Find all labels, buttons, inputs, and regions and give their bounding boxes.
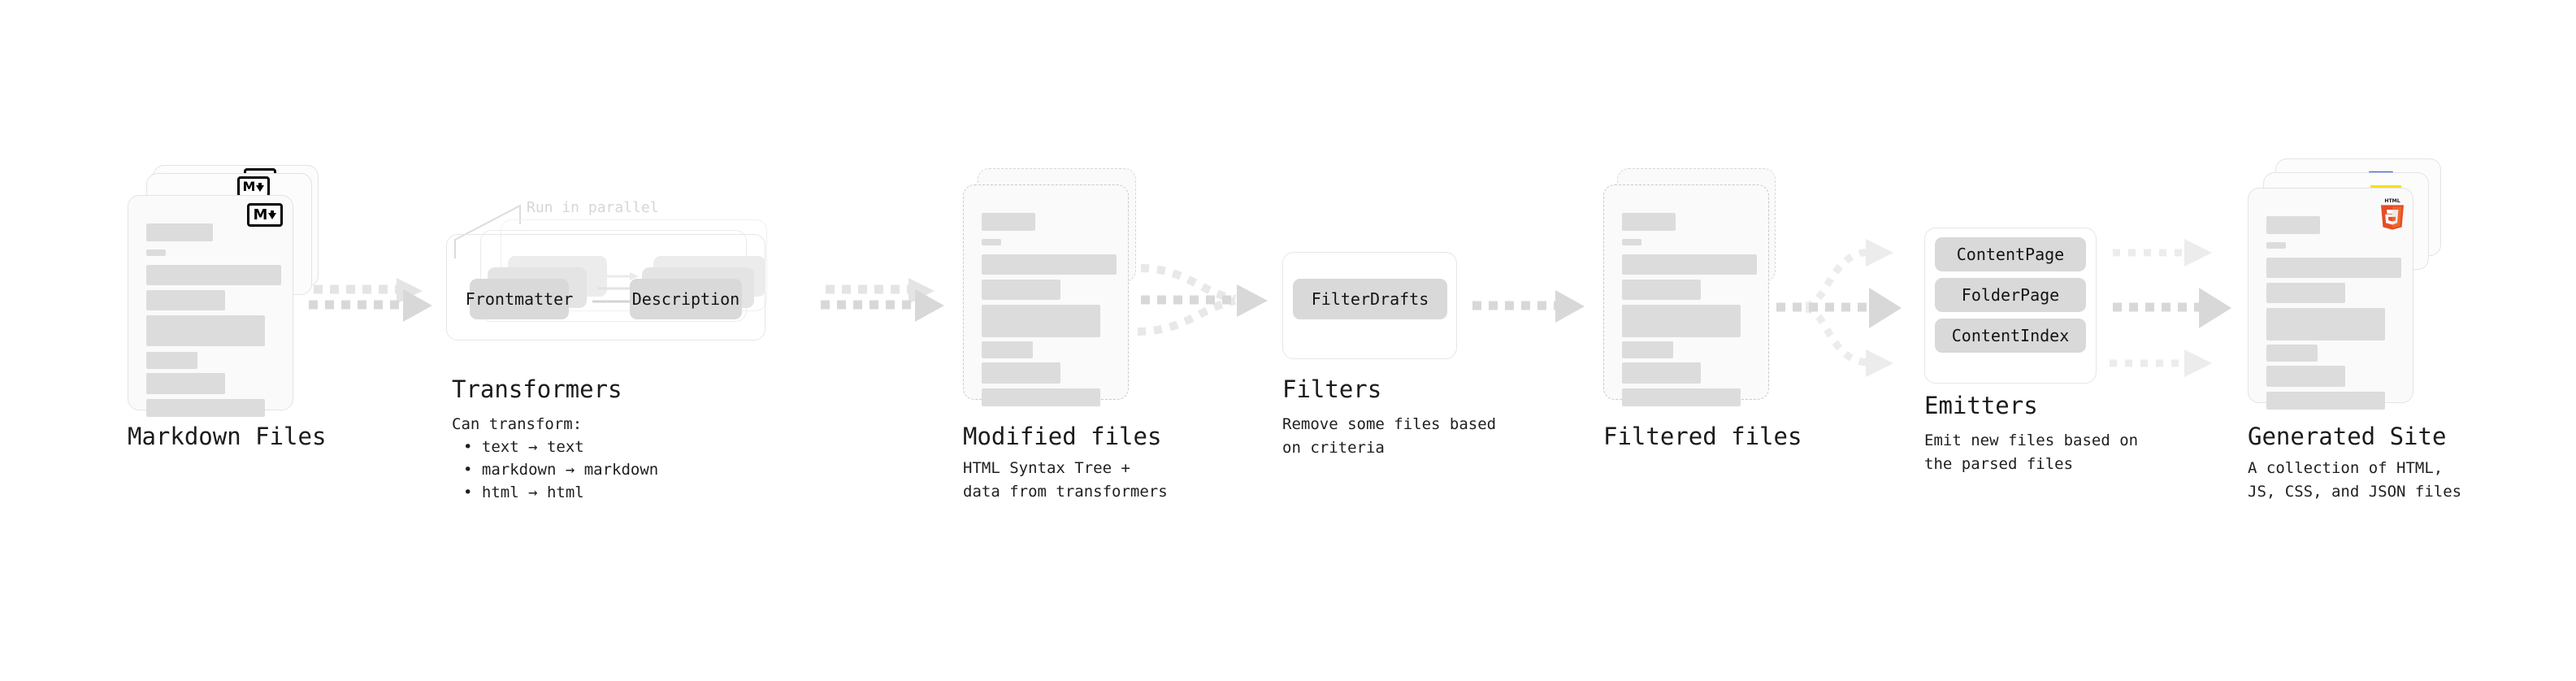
run-in-parallel-label: Run in parallel — [527, 199, 659, 216]
generated-site-desc-1: A collection of HTML, — [2248, 459, 2444, 477]
markdown-card-front — [128, 195, 293, 417]
chip-folderpage[interactable]: FolderPage — [1935, 278, 2086, 312]
markdown-icon-back-1: M — [237, 176, 270, 197]
skeleton-bar — [2266, 216, 2320, 234]
chip-filterdrafts[interactable]: FilterDrafts — [1293, 279, 1447, 319]
chip-frontmatter-label: Frontmatter — [465, 289, 574, 309]
skeleton-bar — [982, 305, 1100, 337]
skeleton-bar — [982, 362, 1060, 384]
chip-folderpage-label: FolderPage — [1961, 285, 2060, 305]
transformers-bullet-2: • markdown → markdown — [463, 461, 659, 479]
filters-group-box — [1282, 252, 1457, 359]
skeleton-bar — [1622, 213, 1676, 231]
arrow-filtered-to-emitters — [1776, 239, 1902, 377]
transformers-bullet-1: • text → text — [463, 438, 584, 456]
skeleton-bar — [2266, 345, 2318, 362]
skeleton-bar — [982, 341, 1033, 358]
stage-transformers: Run in parallel Frontmatter Descrip — [0, 0, 894, 681]
stage-label-markdown-files: Markdown Files — [128, 423, 327, 450]
skeleton-bar — [1622, 280, 1701, 300]
markdown-icon-arrow — [256, 182, 265, 192]
skeleton-bar — [982, 239, 1001, 245]
stage-label-emitters: Emitters — [1924, 392, 2038, 419]
skeleton-bar — [2266, 308, 2385, 340]
markdown-icon: M — [247, 203, 283, 227]
filters-desc-1: Remove some files based — [1282, 415, 1497, 433]
arrow-filters-to-filtered — [1472, 290, 1585, 323]
skeleton-bar — [146, 223, 213, 241]
skeleton-bar — [146, 249, 166, 256]
skeleton-bar — [2266, 392, 2385, 410]
skeleton-bar — [1622, 305, 1741, 337]
stage-label-transformers: Transformers — [452, 375, 622, 403]
stage-generated-site: CSS HTML Generated Site A collection of … — [0, 0, 2461, 681]
emitters-desc-2: the parsed files — [1924, 455, 2074, 473]
stage-label-filters: Filters — [1282, 375, 1382, 403]
stage-label-modified-files: Modified files — [963, 423, 1162, 450]
run-in-parallel-bracket — [454, 204, 521, 258]
markdown-icon-arrow — [268, 210, 277, 219]
markdown-icon-letter: M — [253, 206, 268, 223]
skeleton-bar — [146, 373, 225, 394]
skeleton-bar — [982, 254, 1117, 275]
skeleton-bar — [1622, 254, 1757, 275]
markdown-icon-letter: M — [242, 179, 256, 194]
emitters-group-box — [1924, 228, 2097, 384]
stage-emitters: ContentPage FolderPage ContentIndex Emit… — [0, 0, 2138, 681]
arrow-emitters-to-site — [2110, 239, 2231, 377]
chip-description-label: Description — [631, 289, 740, 309]
modified-card-front — [963, 184, 1129, 406]
chip-contentpage[interactable]: ContentPage — [1935, 237, 2086, 271]
skeleton-bar — [2266, 366, 2345, 387]
skeleton-bar — [2266, 283, 2345, 303]
skeleton-bar — [2266, 242, 2286, 249]
skeleton-bar — [1622, 239, 1641, 245]
emitters-desc-1: Emit new files based on — [1924, 432, 2139, 449]
stage-modified-files: Modified files HTML Syntax Tree + data f… — [0, 0, 1168, 681]
chip-contentindex-label: ContentIndex — [1951, 326, 2070, 345]
stage-markdown-files: M M M Markdown Files — [0, 0, 327, 681]
chip-frontmatter[interactable]: Frontmatter — [466, 279, 573, 319]
skeleton-bar — [146, 352, 197, 369]
skeleton-bar — [982, 388, 1100, 406]
skeleton-bar — [982, 280, 1060, 300]
arrow-transformers-to-modified — [821, 278, 944, 322]
stage-label-generated-site: Generated Site — [2248, 423, 2447, 450]
chip-contentpage-label: ContentPage — [1956, 245, 2065, 264]
transformers-intro: Can transform: — [452, 415, 583, 433]
filtered-card-front — [1603, 184, 1769, 406]
stage-filtered-files: Filtered files — [0, 0, 1802, 681]
skeleton-bar — [1622, 341, 1673, 358]
skeleton-bar — [2266, 258, 2401, 278]
skeleton-bar — [146, 399, 265, 417]
stage-label-filtered-files: Filtered files — [1603, 423, 1802, 450]
skeleton-bar — [146, 315, 265, 346]
skeleton-bar — [1622, 362, 1701, 384]
skeleton-bar — [982, 213, 1035, 231]
arrow-modified-to-filters — [1137, 264, 1268, 336]
chip-description[interactable]: Description — [630, 279, 742, 319]
skeleton-bar — [146, 290, 225, 310]
modified-files-desc-2: data from transformers — [963, 483, 1168, 501]
html5-icon: HTML — [2381, 198, 2404, 230]
chip-filterdrafts-label: FilterDrafts — [1311, 289, 1429, 309]
filters-desc-2: on criteria — [1282, 439, 1385, 457]
skeleton-bar — [146, 265, 281, 285]
generated-site-desc-2: JS, CSS, and JSON files — [2248, 483, 2462, 501]
arrow-markdown-to-transformers — [309, 278, 432, 322]
html5-icon-text: HTML — [2384, 198, 2400, 204]
stage-filters: FilterDrafts Filters Remove some files b… — [0, 0, 1496, 681]
modified-files-desc-1: HTML Syntax Tree + — [963, 459, 1130, 477]
skeleton-bar — [1622, 388, 1741, 406]
transformers-bullet-3: • html → html — [463, 484, 584, 501]
chip-contentindex[interactable]: ContentIndex — [1935, 319, 2086, 353]
